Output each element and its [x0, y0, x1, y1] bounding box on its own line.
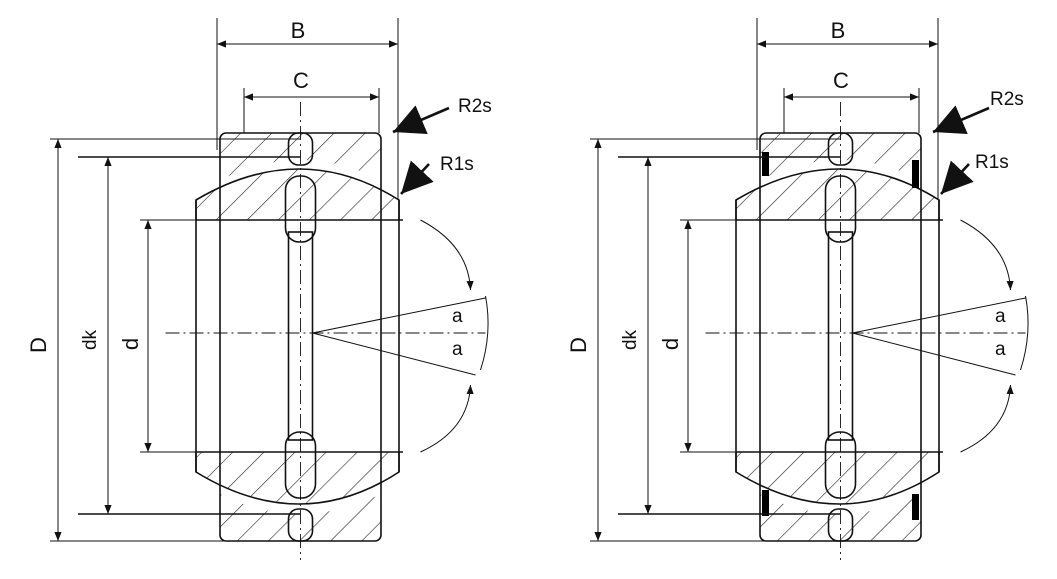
angle-line-upper [852, 297, 1026, 334]
inner-ring-bottom-hatch [736, 452, 939, 504]
label-r2s: R2s [458, 96, 492, 117]
seal-bottom-left [762, 490, 769, 516]
angle-arc-lower [960, 384, 1014, 453]
angle-arc-a [1020, 295, 1029, 371]
seal-bottom-right [912, 494, 919, 520]
label-angle-a1: a [995, 306, 1006, 327]
labels-right: B C R2s R1s D dk d a a [566, 18, 1024, 360]
angle-arc-upper [420, 219, 474, 291]
label-d-bore: d [118, 338, 143, 350]
label-angle-a1: a [452, 306, 463, 327]
inner-ring-top-sphere [195, 168, 400, 220]
label-dk: dk [80, 329, 101, 350]
inner-ring-bottom-sphere [195, 452, 400, 505]
r1s-leader [400, 160, 434, 195]
inner-ring-bottom-hatch [196, 452, 399, 504]
angle-arc-upper [960, 219, 1014, 291]
inner-ring-top-hatch [736, 169, 939, 220]
labels-left: B C R2s R1s D dk d a a [26, 18, 492, 360]
angle-arc-a [480, 295, 489, 371]
angle-line-upper [312, 297, 486, 334]
seal-top-right [912, 160, 919, 188]
r2s-leader [392, 105, 450, 135]
label-d-outer: D [566, 337, 591, 353]
label-c: C [833, 68, 849, 93]
angle-line-lower [312, 332, 476, 376]
bearing-diagram-right [590, 18, 1029, 560]
label-r2s: R2s [990, 89, 1024, 110]
label-angle-a2: a [452, 339, 463, 360]
label-r1s: R1s [975, 152, 1009, 173]
r2s-leader [932, 105, 990, 135]
inner-ring-bottom-sphere [735, 452, 940, 505]
label-d-bore: d [658, 338, 683, 350]
label-angle-a2: a [995, 339, 1006, 360]
angle-line-lower [852, 332, 1016, 376]
angle-arc-lower [420, 384, 474, 453]
inner-ring-top-hatch [196, 169, 399, 220]
label-d-outer: D [26, 337, 51, 353]
bearing-diagram-left [50, 18, 489, 560]
label-b: B [291, 18, 306, 43]
label-r1s: R1s [440, 154, 474, 175]
inner-ring-top-sphere [735, 168, 940, 220]
label-c: C [293, 68, 309, 93]
label-dk: dk [620, 329, 641, 350]
r1s-leader [940, 160, 974, 195]
seal-top-left [762, 152, 769, 176]
label-b: B [831, 18, 846, 43]
